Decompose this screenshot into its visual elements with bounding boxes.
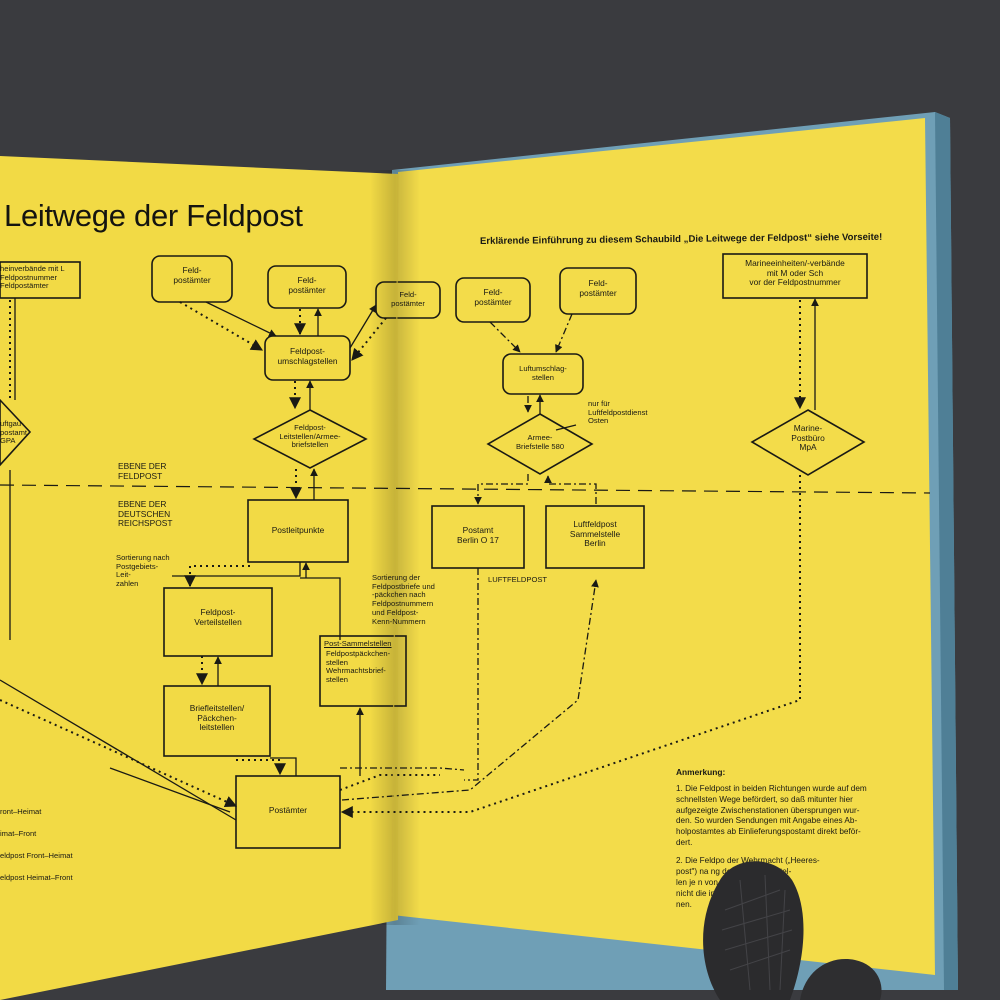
label-sortierung-1: Sortierung nach Postgebiets- Leit- zahle…: [116, 553, 170, 589]
node-feldpostaemter-5: Feld- postämter: [579, 278, 617, 298]
connector: [555, 424, 577, 431]
finger-overlay: [703, 861, 882, 1000]
annotation-item-2-line: 2. Die Feldpo der Wehrmacht („Heeres-: [676, 856, 820, 865]
connector: [0, 679, 237, 821]
box-feldpostaemter-4: [455, 277, 531, 323]
annotation-item-1: 1. Die Feldpost in beiden Richtungen wur…: [676, 784, 867, 848]
label-sortierung-2: Sortierung der Feldpostbriefe und -päckc…: [372, 573, 435, 626]
diamond-left: [0, 398, 32, 467]
node-feldpostaemter-2: Feld- postämter: [288, 275, 326, 295]
annotation-heading: Anmerkung:: [676, 767, 726, 777]
connector-dotted: [184, 565, 250, 588]
box-feldpostaemter-3: [375, 281, 441, 319]
node-leitstellen: Feldpost- Leitstellen/Armee- briefstelle…: [279, 423, 341, 450]
connector: [205, 301, 277, 337]
connector-dashdot: [544, 475, 597, 504]
node-marine-postbuero: Marine- Postbüro MpA: [791, 423, 825, 453]
diamond-marine: [750, 409, 866, 476]
connector-dotted: [339, 774, 440, 791]
legend-item: ront–Heimat: [0, 807, 42, 816]
node-postamt-berlin: Postamt Berlin O 17: [457, 525, 499, 545]
level-label-feldpost: EBENE DER FELDPOST: [118, 461, 167, 481]
box-left-unit: [0, 261, 81, 299]
node-umschlagstellen: Feldpost- umschlagstellen: [277, 346, 338, 366]
box-feldpostaemter-1: [151, 255, 233, 303]
left-page: [0, 156, 398, 1000]
connector-dashdot: [340, 767, 465, 771]
legend-item: imat–Front: [0, 829, 37, 838]
connector-dashdot: [555, 313, 573, 353]
node-post-sammelstellen-head: Post-Sammelstellen: [324, 639, 392, 648]
node-feldpostaemter-3: Feld- postämter: [391, 290, 425, 308]
box-postaemter: [235, 775, 341, 849]
node-postaemter: Postämter: [268, 805, 308, 815]
box-feldpostaemter-5: [559, 267, 637, 315]
connector-dashdot: [489, 321, 521, 353]
connector-dotted: [179, 301, 264, 351]
node-postleitpunkte: Postleitpunkte: [271, 525, 325, 535]
connector-dashdot: [464, 568, 479, 781]
box-post-sammelstellen: [319, 635, 407, 707]
connector-dotted: [340, 475, 801, 818]
node-left-unit: heinverbände mit L Feldpostnummer Feldpo…: [0, 264, 65, 291]
connector: [172, 562, 301, 577]
node-luftfeldpost-berlin: Luftfeldpost Sammelstelle Berlin: [569, 519, 621, 549]
cover-shadow: [935, 112, 958, 990]
node-briefleitstellen: Briefleitstellen/ Päckchen- leitstellen: [189, 703, 245, 733]
node-luftumschlag: Luftumschlag- stellen: [519, 364, 567, 382]
node-feldpostaemter-4: Feld- postämter: [474, 287, 512, 307]
right-page: [392, 118, 935, 975]
connector: [270, 757, 297, 776]
connector-dotted: [0, 699, 238, 808]
connector: [300, 577, 341, 640]
box-briefleitstellen: [163, 685, 271, 757]
node-left-diamond: uftgau- postamt GPA: [0, 419, 28, 446]
node-post-sammelstellen-body: Feldpostpäckchen- stellen Wehrmachtsbrie…: [326, 649, 391, 685]
node-verteilstellen: Feldpost- Verteilstellen: [194, 607, 242, 627]
connector: [349, 304, 377, 349]
connector-dashdot: [341, 579, 599, 801]
box-luftumschlag: [502, 353, 584, 395]
note-luftfeldpostdienst: nur für Luftfeldpostdienst Osten: [588, 399, 648, 426]
connector-dotted: [236, 759, 286, 776]
diamond-leitstellen: [252, 409, 368, 469]
level-label-reichspost: EBENE DER DEUTSCHEN REICHSPOST: [118, 499, 173, 529]
connector-dashdot: [474, 474, 529, 505]
box-marine-units: [722, 253, 868, 299]
box-verteilstellen: [163, 587, 273, 657]
diamond-armee: [486, 413, 594, 475]
node-armee-briefstelle: Armee- Briefstelle 580: [515, 433, 565, 451]
label-luftfeldpost: LUFTFELDPOST: [488, 575, 548, 584]
legend-item: eldpost Heimat–Front: [0, 873, 73, 882]
page-title: Leitwege der Feldpost: [4, 198, 303, 233]
node-feldpostaemter-1: Feld- postämter: [173, 265, 211, 285]
box-luftfeldpost-berlin: [545, 505, 645, 569]
box-umschlagstellen: [264, 335, 351, 381]
level-divider: [0, 484, 931, 494]
box-feldpostaemter-2: [267, 265, 347, 309]
box-postleitpunkte: [247, 499, 349, 563]
page-edge: [391, 173, 399, 919]
legend-item: eldpost Front–Heimat: [0, 851, 73, 860]
annotation-item-2-line: nen.: [676, 900, 692, 909]
connector: [109, 767, 231, 813]
node-marine-units: Marineeinheiten/-verbände mit M oder Sch…: [745, 258, 845, 288]
